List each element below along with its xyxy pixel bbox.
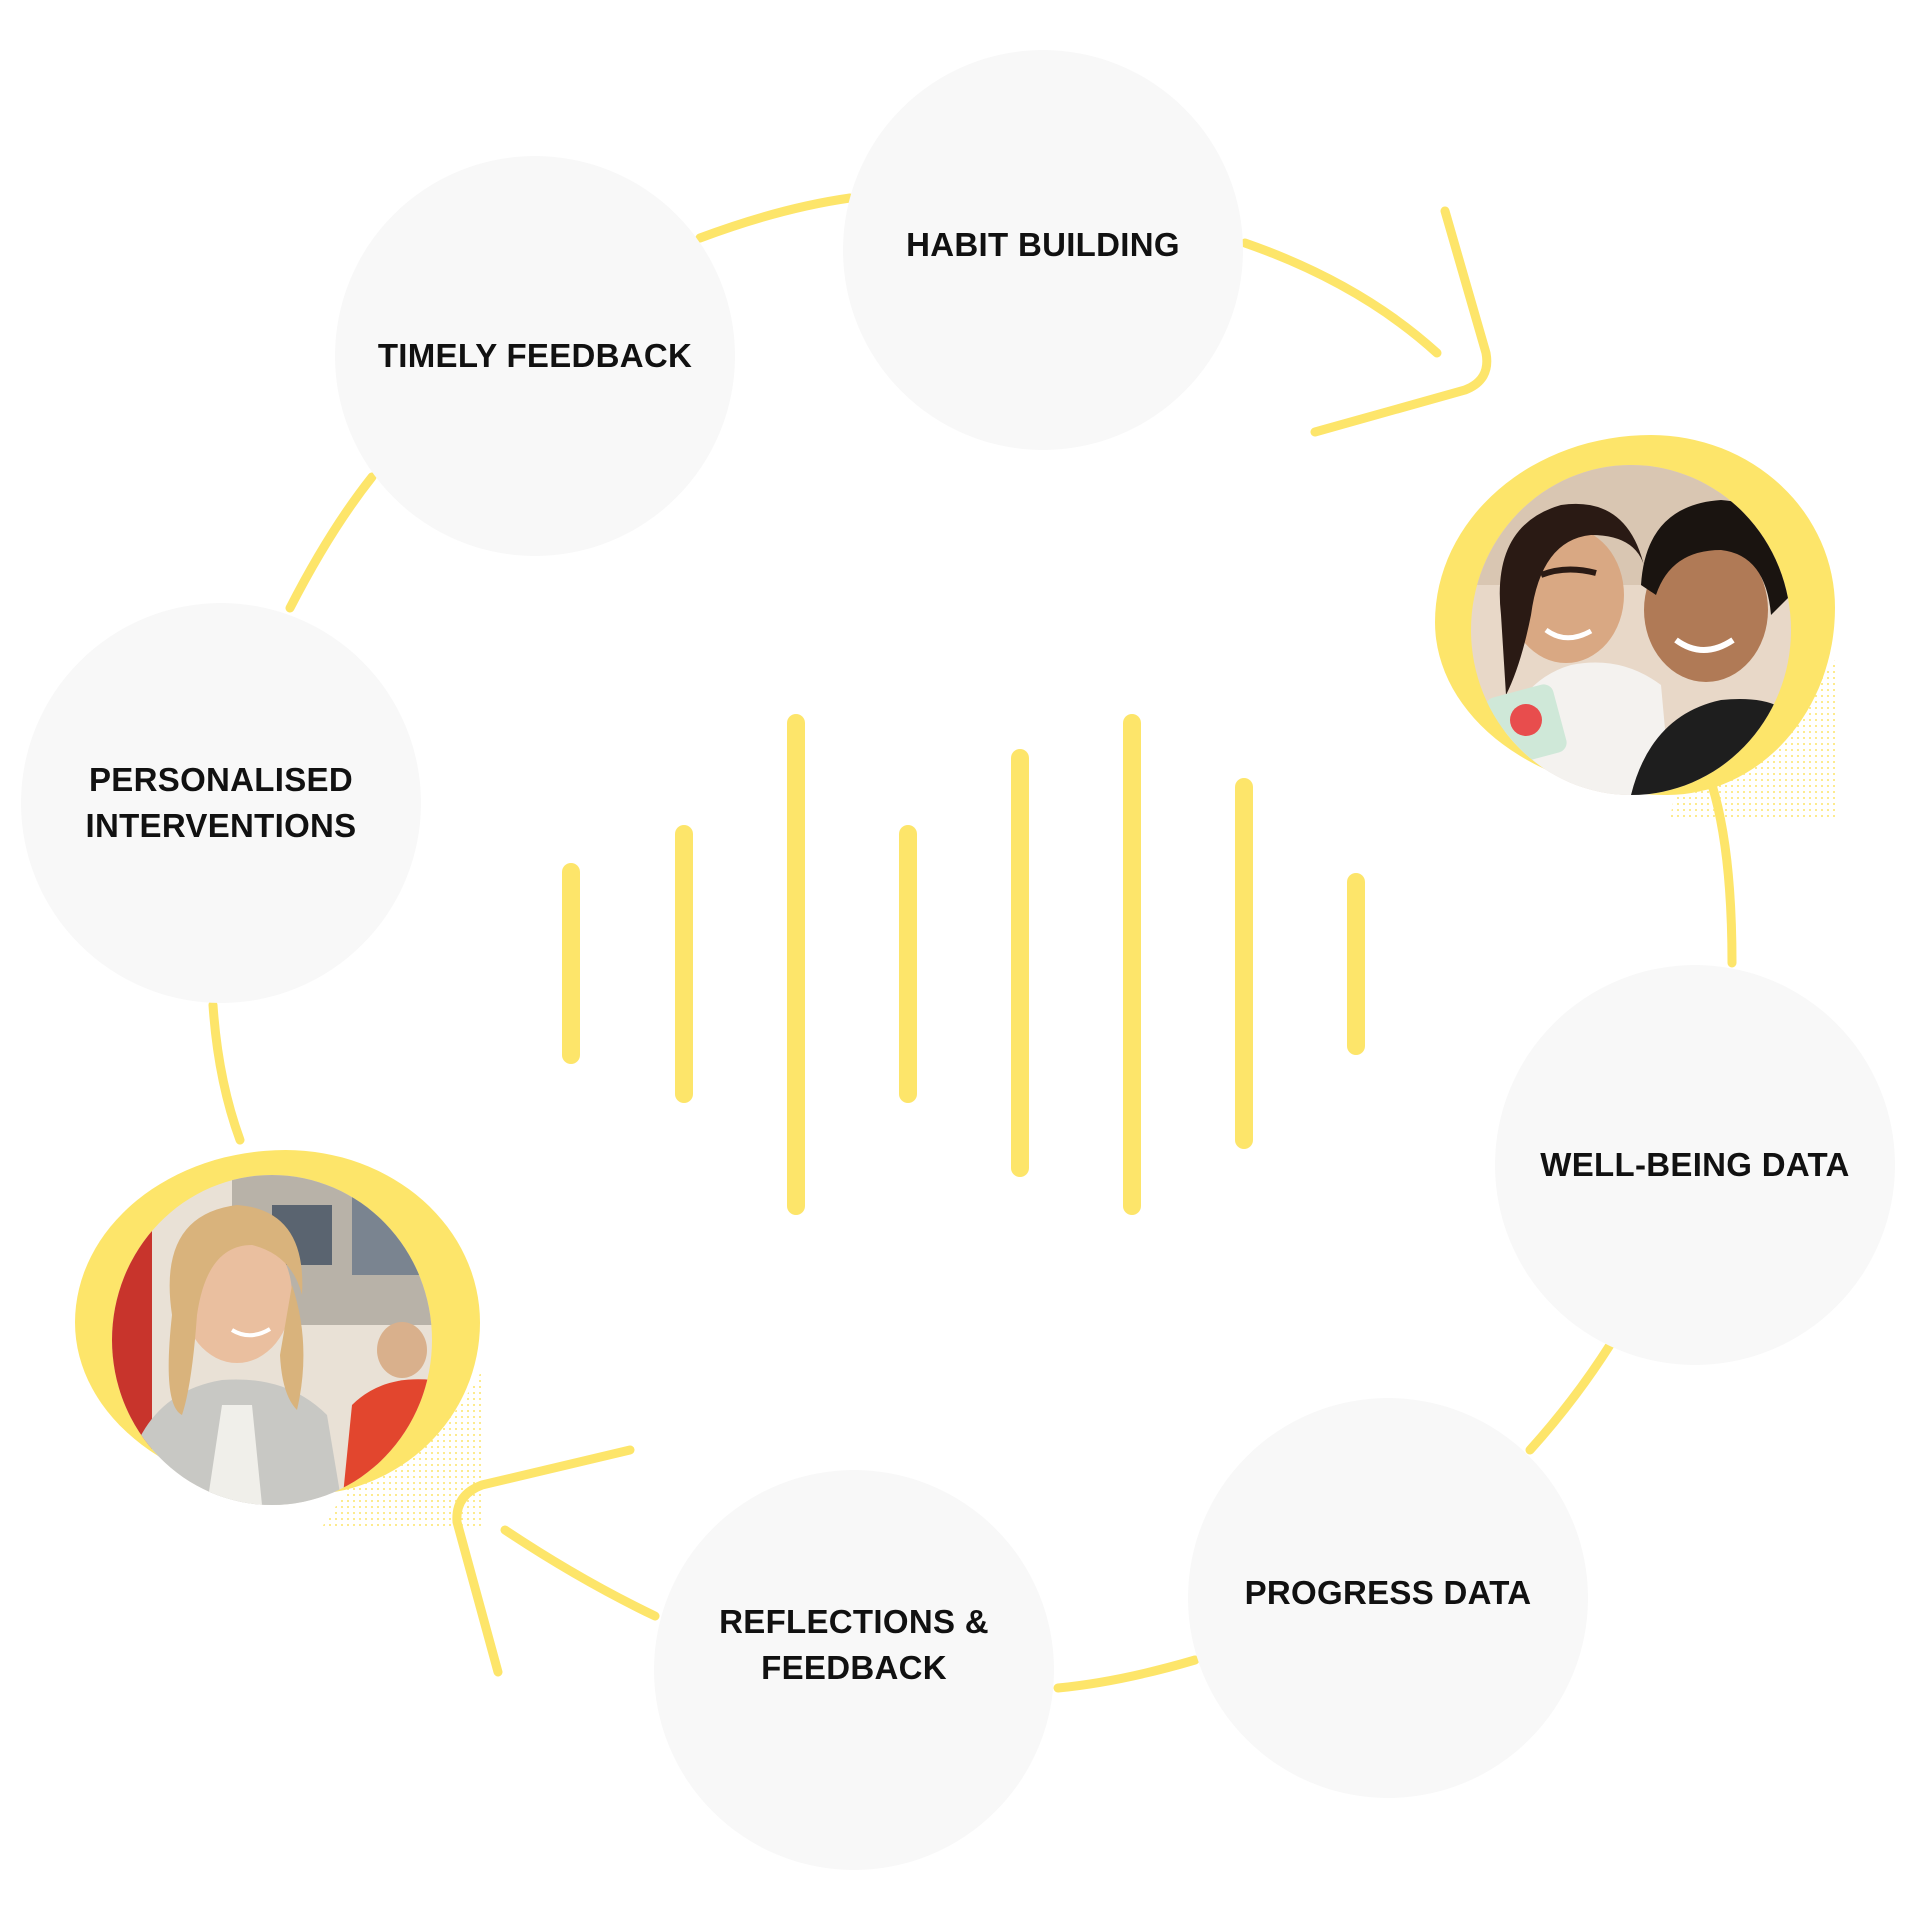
node-label: TIMELY FEEDBACK xyxy=(377,337,693,374)
photo-frame xyxy=(1471,465,1791,795)
connector-interventions-to-timely xyxy=(285,472,377,613)
connector-wellbeing-to-progress xyxy=(1525,1340,1615,1455)
node-label: PROGRESS DATA xyxy=(1244,1574,1532,1611)
node-timely-feedback: TIMELY FEEDBACK xyxy=(335,156,735,556)
node-habit-building: HABIT BUILDING xyxy=(843,50,1243,450)
arrow-head-icon xyxy=(1310,206,1492,437)
students-photo xyxy=(1430,430,1840,820)
connector-reflections-to-arrow xyxy=(500,1525,660,1621)
node-well-being-data: WELL-BEING DATA xyxy=(1495,965,1895,1365)
photo-frame xyxy=(112,1175,432,1505)
photo-dots xyxy=(320,1365,485,1530)
teacher-photo xyxy=(70,1145,490,1530)
connector-interventions-to-teacher xyxy=(208,1000,245,1145)
node-label: REFLECTIONS & FEEDBACK xyxy=(719,1603,989,1686)
students-image xyxy=(1471,465,1791,795)
node-personalised-interventions: PERSONALISED INTERVENTIONS xyxy=(21,603,421,1003)
connector-habit-to-students xyxy=(1240,238,1442,358)
node-progress-data: PROGRESS DATA xyxy=(1188,1398,1588,1798)
connector-progress-to-reflections xyxy=(1053,1655,1200,1693)
node-reflections-feedback: REFLECTIONS & FEEDBACK xyxy=(654,1470,1054,1870)
node-label: PERSONALISED INTERVENTIONS xyxy=(85,761,357,844)
teacher-image xyxy=(112,1175,432,1505)
connector-timely-to-habit xyxy=(695,193,855,243)
node-label: HABIT BUILDING xyxy=(906,226,1180,263)
node-label: WELL-BEING DATA xyxy=(1540,1146,1850,1183)
